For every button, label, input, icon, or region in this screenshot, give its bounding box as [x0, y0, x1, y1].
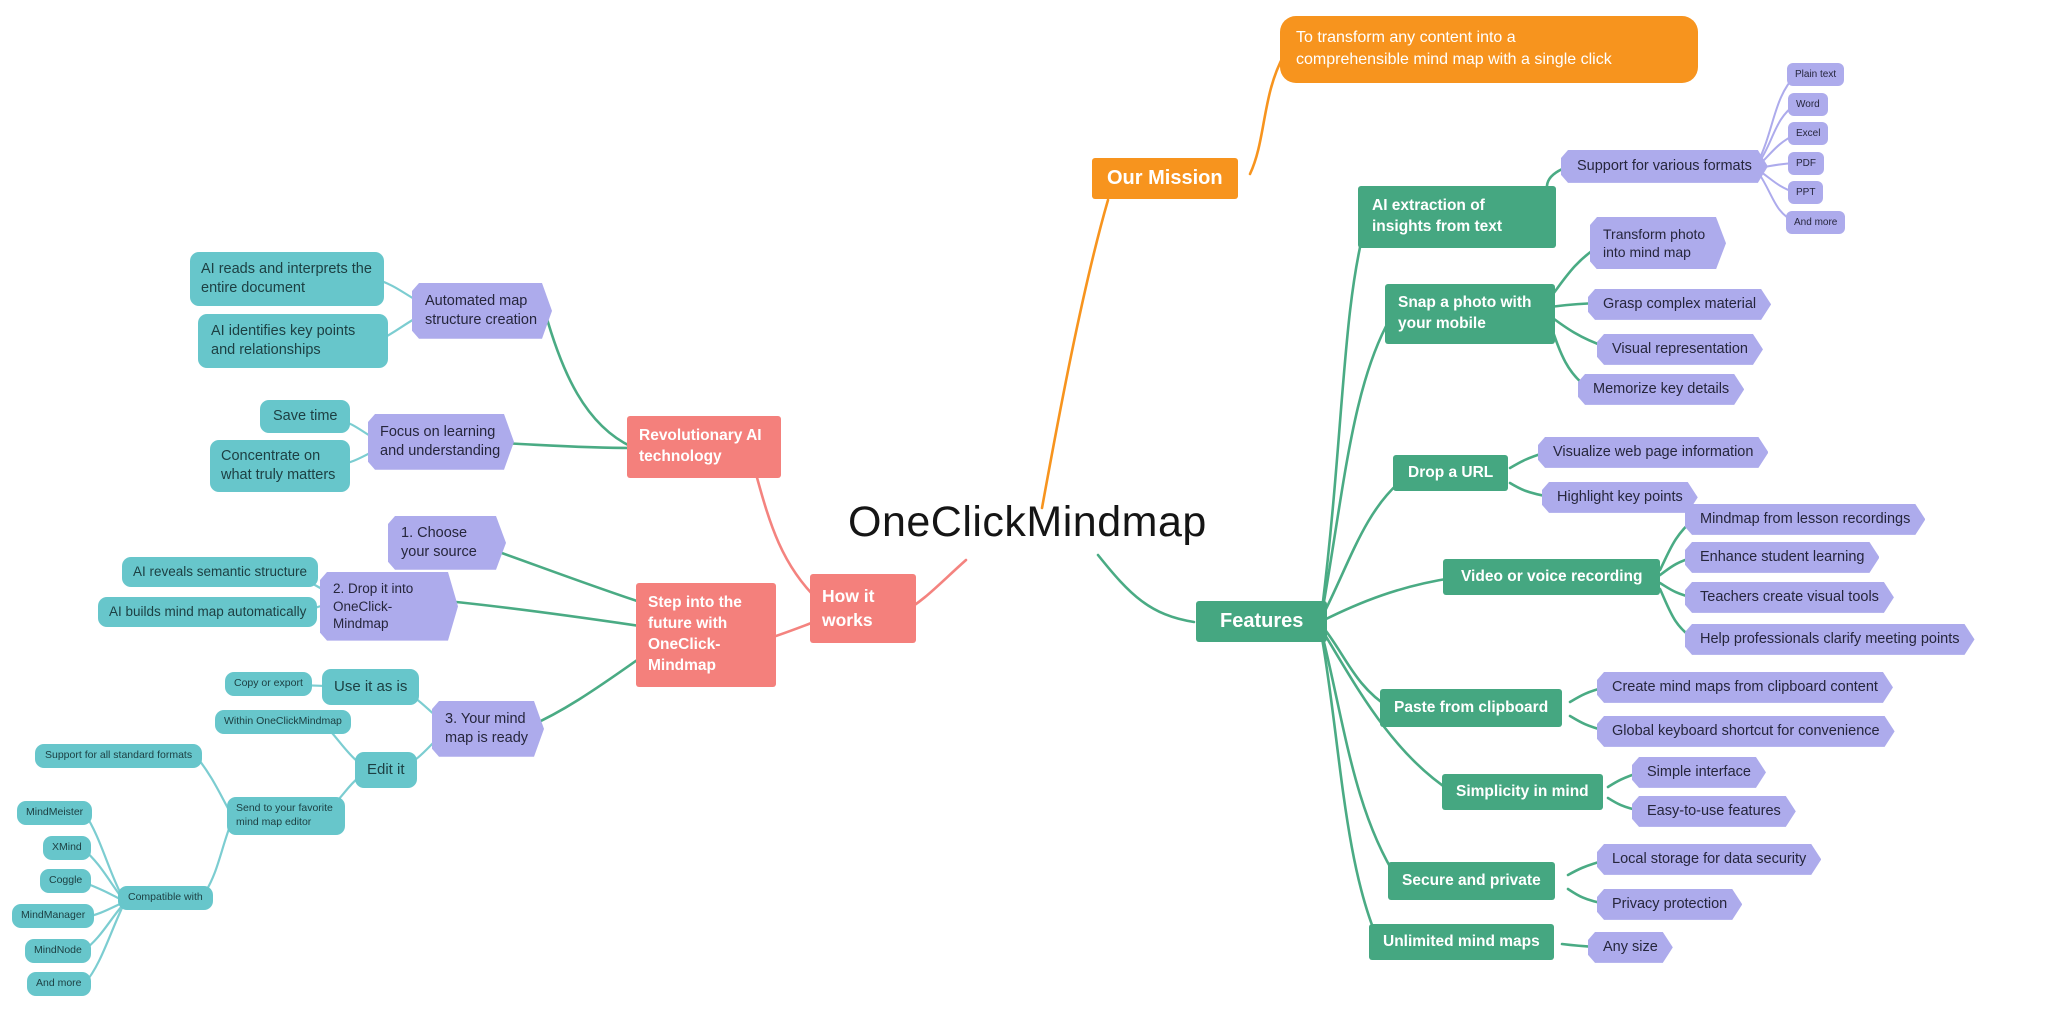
connector: [768, 620, 816, 640]
node-root-title[interactable]: OneClickMindmap: [848, 498, 1207, 546]
node-drop-it-into[interactable]: 2. Drop it into OneClick-Mindmap: [320, 572, 458, 641]
connector: [498, 441, 634, 450]
node-tool-mindmanager[interactable]: MindManager: [12, 904, 95, 928]
node-mission-statement[interactable]: To transform any content into a comprehe…: [1280, 16, 1698, 83]
node-concentrate[interactable]: Concentrate on what truly matters: [210, 440, 350, 493]
node-snap-photo[interactable]: Snap a photo with your mobile: [1385, 284, 1555, 344]
node-ai-identifies[interactable]: AI identifies key points and relationshi…: [198, 314, 388, 369]
connector: [754, 472, 820, 602]
connector: [1757, 74, 1797, 163]
connector: [526, 656, 642, 729]
node-simple-interface[interactable]: Simple interface: [1632, 757, 1766, 788]
node-teachers-tools[interactable]: Teachers create visual tools: [1685, 582, 1894, 613]
node-memorize-details[interactable]: Memorize key details: [1578, 374, 1744, 405]
node-privacy-protection[interactable]: Privacy protection: [1597, 889, 1742, 920]
connector: [1320, 628, 1454, 794]
connector: [1320, 310, 1396, 615]
node-format-plain-text[interactable]: Plain text: [1787, 63, 1845, 86]
node-enhance-learning[interactable]: Enhance student learning: [1685, 542, 1879, 573]
node-step-into-future[interactable]: Step into the future with OneClick-Mindm…: [636, 583, 776, 687]
node-automated-map[interactable]: Automated map structure creation: [412, 283, 552, 339]
node-tool-and-more[interactable]: And more: [27, 972, 91, 996]
node-our-mission[interactable]: Our Mission: [1092, 158, 1238, 199]
node-visualize-web[interactable]: Visualize web page information: [1538, 437, 1768, 468]
connector: [1040, 198, 1110, 510]
node-secure-private[interactable]: Secure and private: [1388, 862, 1555, 900]
node-tool-xmind[interactable]: XMind: [43, 836, 91, 860]
connector: [434, 598, 642, 628]
node-tool-mindnode[interactable]: MindNode: [25, 939, 91, 963]
node-format-pdf[interactable]: PDF: [1788, 152, 1824, 175]
connector: [1320, 624, 1392, 710]
node-map-ready[interactable]: 3. Your mind map is ready: [432, 701, 544, 757]
node-support-standard[interactable]: Support for all standard formats: [35, 744, 203, 768]
connector: [1320, 576, 1454, 623]
node-edit-it[interactable]: Edit it: [355, 752, 417, 788]
node-focus-learning[interactable]: Focus on learning and understanding: [368, 414, 514, 470]
node-ai-reads[interactable]: AI reads and interprets the entire docum…: [190, 252, 384, 307]
node-format-ppt[interactable]: PPT: [1788, 181, 1824, 204]
node-send-favorite[interactable]: Send to your favorite mind map editor: [227, 797, 345, 835]
node-use-as-is[interactable]: Use it as is: [322, 669, 420, 705]
node-paste-clipboard[interactable]: Paste from clipboard: [1380, 689, 1563, 727]
connector: [1320, 636, 1380, 942]
node-within-ocm[interactable]: Within OneClickMindmap: [215, 710, 351, 734]
node-choose-source[interactable]: 1. Choose your source: [388, 516, 506, 570]
node-visual-representation[interactable]: Visual representation: [1597, 334, 1763, 365]
node-simplicity[interactable]: Simplicity in mind: [1442, 774, 1603, 810]
node-ai-extraction[interactable]: AI extraction of insights from text: [1358, 186, 1556, 248]
node-help-professionals[interactable]: Help professionals clarify meeting point…: [1685, 624, 1975, 655]
connector: [1248, 53, 1286, 176]
connector: [1320, 220, 1368, 612]
node-highlight-points[interactable]: Highlight key points: [1542, 482, 1698, 513]
node-ai-builds[interactable]: AI builds mind map automatically: [98, 597, 318, 627]
connector: [480, 544, 642, 604]
node-video-voice[interactable]: Video or voice recording: [1443, 559, 1661, 595]
node-support-various-formats[interactable]: Support for various formats: [1561, 150, 1768, 183]
node-save-time[interactable]: Save time: [260, 400, 351, 434]
node-local-storage[interactable]: Local storage for data security: [1597, 844, 1821, 875]
node-format-excel[interactable]: Excel: [1788, 122, 1829, 145]
node-ai-reveals[interactable]: AI reveals semantic structure: [122, 557, 319, 587]
node-tool-coggle[interactable]: Coggle: [40, 869, 92, 893]
node-create-from-clipboard[interactable]: Create mind maps from clipboard content: [1597, 672, 1893, 703]
node-tool-mindmeister[interactable]: MindMeister: [17, 801, 93, 825]
node-format-word[interactable]: Word: [1788, 93, 1828, 116]
node-features[interactable]: Features: [1196, 601, 1328, 642]
node-easy-features[interactable]: Easy-to-use features: [1632, 796, 1796, 827]
node-format-and-more[interactable]: And more: [1786, 211, 1846, 234]
node-grasp-material[interactable]: Grasp complex material: [1588, 289, 1771, 320]
connector: [202, 824, 232, 896]
connector: [1320, 632, 1400, 882]
node-lesson-recordings[interactable]: Mindmap from lesson recordings: [1685, 504, 1925, 535]
node-global-shortcut[interactable]: Global keyboard shortcut for convenience: [1597, 716, 1895, 747]
node-drop-a-url[interactable]: Drop a URL: [1393, 455, 1509, 491]
connector: [1320, 478, 1404, 619]
node-how-it-works[interactable]: How it works: [810, 574, 916, 644]
node-revolutionary-ai[interactable]: Revolutionary AI technology: [627, 416, 781, 478]
connector: [543, 310, 634, 449]
connector: [1096, 553, 1196, 624]
node-transform-photo[interactable]: Transform photo into mind map: [1590, 217, 1726, 269]
connector: [194, 754, 232, 814]
node-unlimited-maps[interactable]: Unlimited mind maps: [1369, 924, 1554, 960]
node-compatible-with[interactable]: Compatible with: [118, 886, 213, 910]
node-any-size[interactable]: Any size: [1588, 932, 1673, 963]
node-copy-export[interactable]: Copy or export: [225, 672, 312, 696]
